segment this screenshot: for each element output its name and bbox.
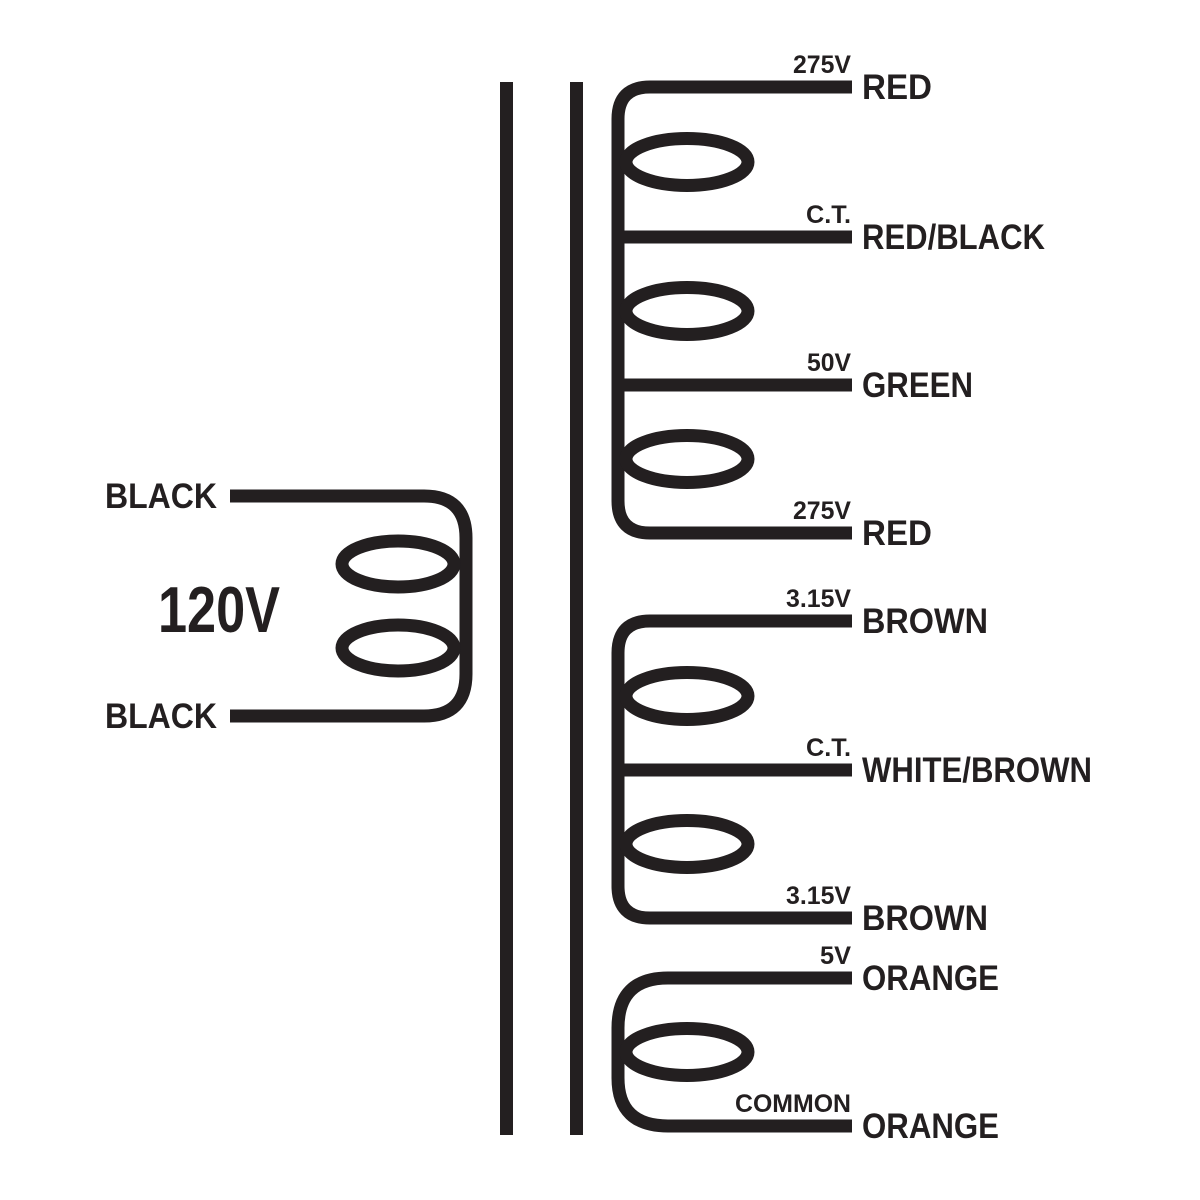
tap-voltage-label: C.T. (806, 734, 851, 762)
secondary-coil-loop (619, 429, 755, 489)
secondary-coil-loop (619, 814, 755, 874)
tap-voltage-label: 275V (793, 51, 851, 79)
primary-winding: BLACK 120V BLACK (105, 477, 473, 736)
secondary-coil-loop (619, 1022, 755, 1082)
primary-coil-loop (335, 618, 461, 678)
primary-coil-wire (230, 489, 473, 723)
tap-voltage-label: 3.15V (786, 585, 851, 613)
primary-voltage-label: 120V (158, 573, 280, 646)
core-line-right (570, 82, 583, 1135)
secondary-hv-coil-wire (611, 80, 852, 540)
primary-bottom-lead-label: BLACK (105, 697, 217, 736)
tap-wire-color-label: GREEN (862, 366, 973, 405)
secondary-winding-3v15: 3.15V BROWN C.T. WHITE/BROWN 3.15V BROWN (611, 585, 1092, 938)
secondary-coil-loop (619, 666, 755, 726)
tap-voltage-label: 50V (807, 349, 851, 377)
core-line-left (500, 82, 513, 1135)
tap-voltage-label: COMMON (735, 1090, 851, 1118)
tap-wire-color-label: BROWN (862, 602, 988, 641)
tap-wire-color-label: BROWN (862, 899, 988, 938)
tap-voltage-label: C.T. (806, 201, 851, 229)
tap-wire-color-label: ORANGE (862, 1107, 999, 1146)
tap-wire-color-label: ORANGE (862, 959, 999, 998)
primary-coil-loop (335, 534, 461, 594)
tap-wire-color-label: RED/BLACK (862, 218, 1045, 257)
tap-wire-color-label: RED (862, 514, 932, 553)
primary-top-lead-label: BLACK (105, 477, 217, 516)
tap-voltage-label: 275V (793, 497, 851, 525)
tap-voltage-label: 5V (820, 942, 851, 970)
secondary-winding-5v: 5V ORANGE COMMON ORANGE (611, 942, 999, 1146)
tap-wire-color-label: WHITE/BROWN (862, 751, 1092, 790)
secondary-5v-coil-wire (611, 971, 852, 1133)
secondary-winding-hv: 275V RED C.T. RED/BLACK 50V GREEN 275V R… (611, 51, 1045, 553)
tap-wire-color-label: RED (862, 68, 932, 107)
tap-voltage-label: 3.15V (786, 882, 851, 910)
secondary-coil-loop (619, 281, 755, 341)
secondary-coil-loop (619, 132, 755, 192)
transformer-core (500, 82, 583, 1135)
